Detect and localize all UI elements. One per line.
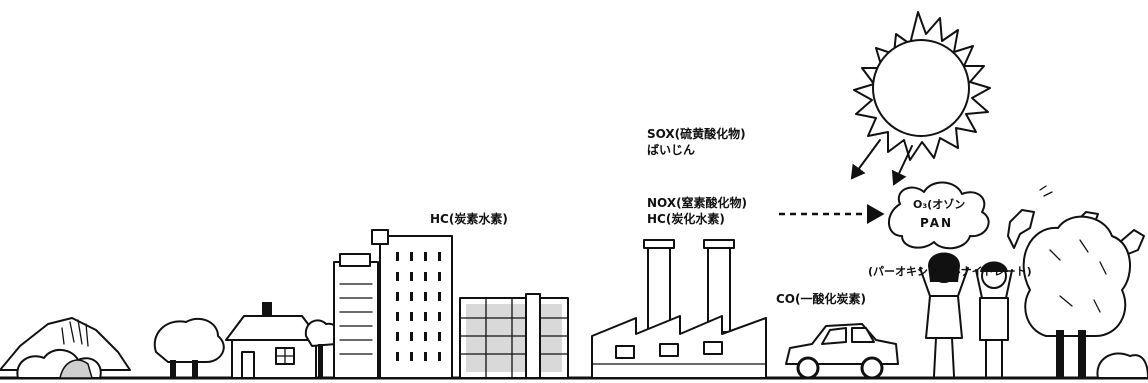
apartment-building <box>333 253 379 379</box>
sunlight-arrow <box>850 139 881 180</box>
house-icon <box>225 302 321 379</box>
oxidant-ozone-label: O₃(オゾン <box>913 198 966 211</box>
shrub <box>59 359 93 379</box>
dust-label: ばいじん <box>647 143 696 157</box>
oxidant-cloud <box>888 181 990 250</box>
person-icon <box>975 261 1013 377</box>
sunlight-arrow <box>891 145 913 186</box>
car-icon <box>785 323 899 380</box>
person-icon <box>919 252 969 377</box>
storage-building <box>459 293 569 379</box>
pan-full-label: (パーオキシアシルナイトレート) <box>868 265 1032 278</box>
hc-city-label: HC(炭素水素) <box>430 212 508 226</box>
shrub <box>1096 352 1148 379</box>
office-building <box>371 229 453 379</box>
factory-icon <box>591 239 767 379</box>
bird-icon <box>1007 185 1053 249</box>
tree-icon <box>153 317 225 378</box>
hc-factory-label: HC(炭化水素) <box>647 212 725 226</box>
tree-icon <box>1022 215 1132 378</box>
oxidant-pan-label: PAN <box>920 216 954 230</box>
co-label: CO(一酸化炭素) <box>776 292 866 306</box>
nox-label: NOX(窒素酸化物) <box>647 196 748 210</box>
sox-label: SOX(硫黄酸化物) <box>647 127 746 141</box>
sun-icon <box>853 11 991 161</box>
